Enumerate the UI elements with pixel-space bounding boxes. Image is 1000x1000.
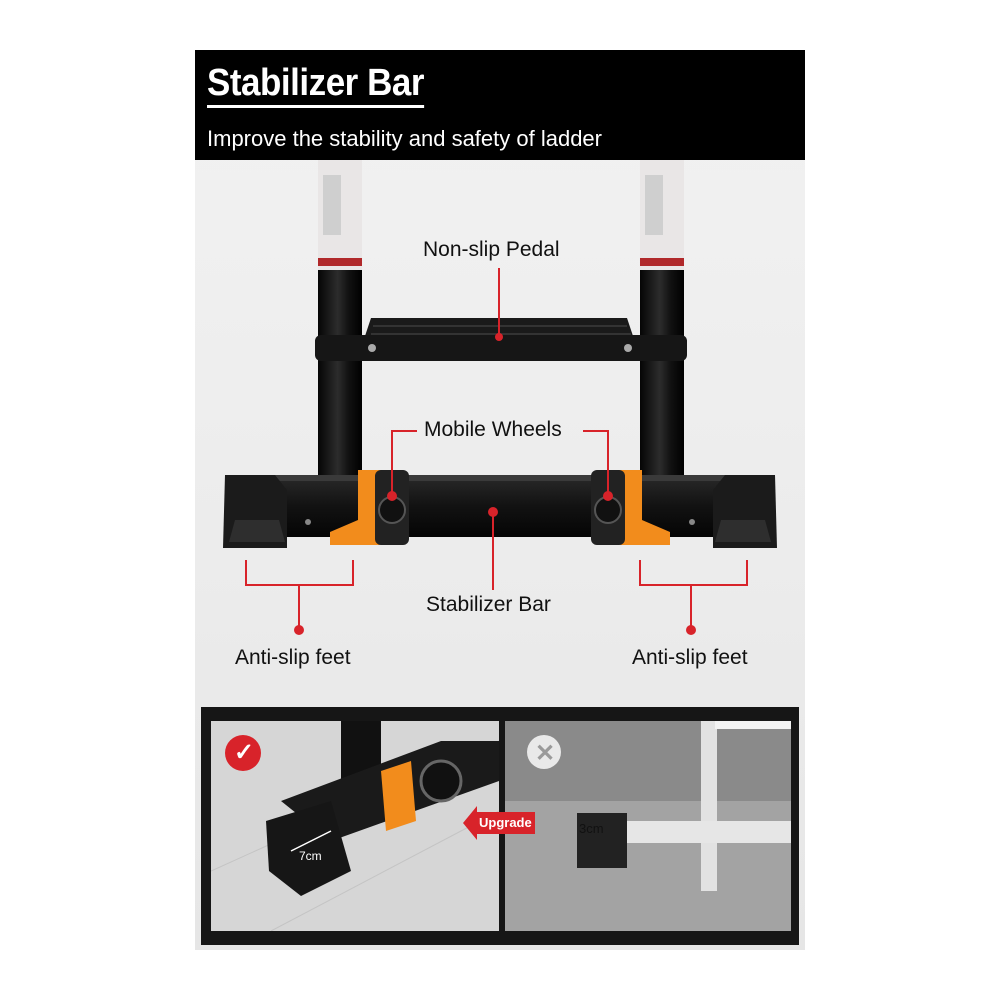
- x-badge: ✕: [527, 735, 561, 769]
- dimension-new: 7cm: [299, 849, 322, 863]
- x-icon: ✕: [535, 740, 556, 767]
- check-badge: ✓: [225, 735, 261, 771]
- label-mobile-wheels: Mobile Wheels: [424, 418, 562, 441]
- stabilizer-bar: [253, 475, 747, 537]
- page-subtitle: Improve the stability and safety of ladd…: [207, 126, 602, 151]
- dimension-old: 3cm: [579, 821, 604, 836]
- ladder-illustration: [223, 160, 777, 635]
- photo-new-foot: ✓ 7cm: [211, 721, 499, 931]
- product-infographic: Stabilizer Bar Improve the stability and…: [195, 50, 805, 950]
- upgrade-arrow: Upgrade: [463, 806, 535, 840]
- comparison-panel: ✓ 7cm ✕ 3cm Upgrade: [201, 707, 799, 945]
- page-title: Stabilizer Bar: [207, 62, 424, 108]
- photo-old-foot: ✕ 3cm: [505, 721, 791, 931]
- label-anti-slip-feet-right: Anti-slip feet: [632, 646, 748, 669]
- check-icon: ✓: [234, 739, 255, 766]
- header-banner: Stabilizer Bar Improve the stability and…: [195, 50, 805, 160]
- label-anti-slip-feet-left: Anti-slip feet: [235, 646, 351, 669]
- upgrade-label: Upgrade: [479, 815, 532, 830]
- label-stabilizer-bar: Stabilizer Bar: [426, 593, 551, 616]
- label-non-slip-pedal: Non-slip Pedal: [423, 238, 560, 261]
